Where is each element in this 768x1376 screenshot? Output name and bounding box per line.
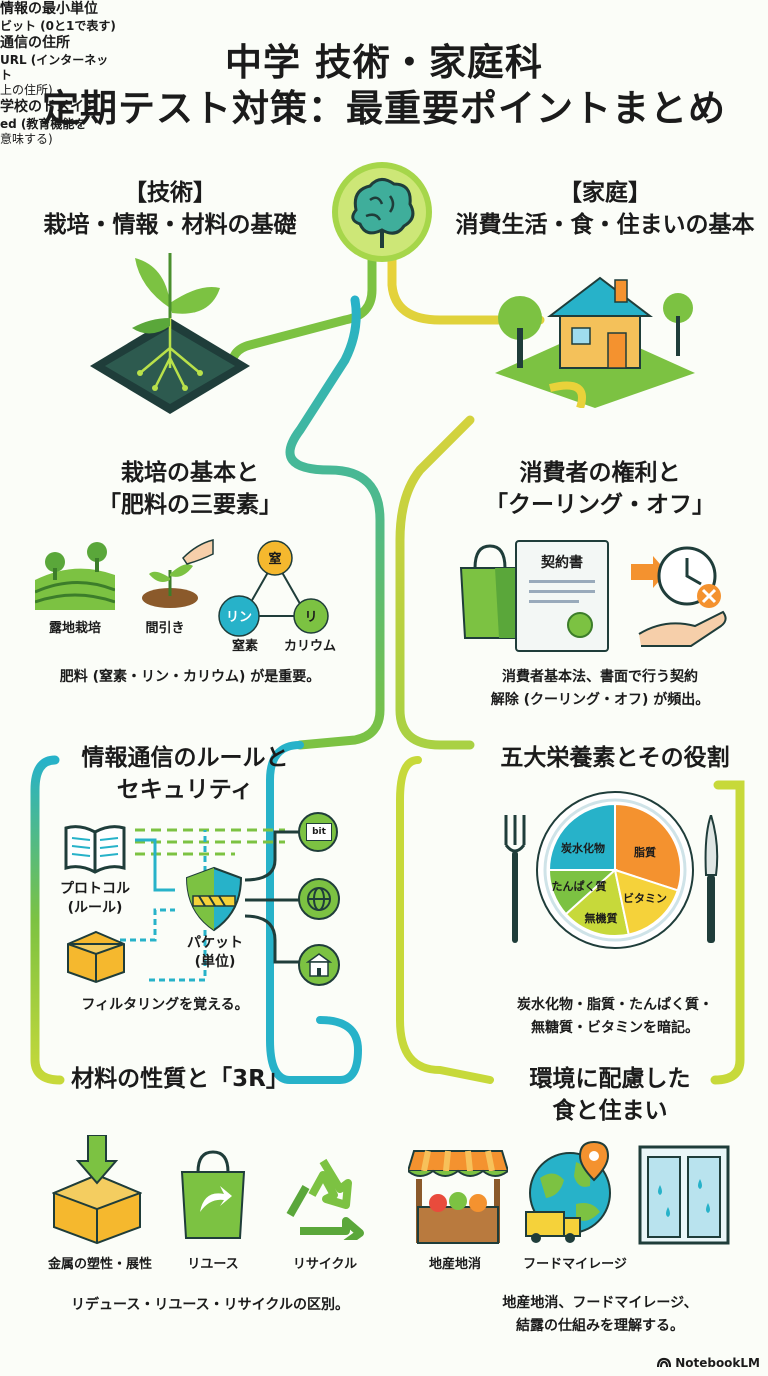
brand-label: NotebookLM	[675, 1356, 760, 1370]
materials-heading: 材料の性質と「3R」	[71, 1066, 289, 1092]
nutrient-segment	[613, 868, 680, 936]
info-item-1-desc: ビット (0と1で表す)	[0, 19, 116, 33]
consumer-heading-2: 「クーリング・オフ」	[485, 492, 715, 518]
nutrient-segment-label: 脂質	[633, 845, 656, 859]
nutrients-heading: 五大栄養素とその役割	[500, 745, 730, 771]
info-flow	[120, 828, 285, 982]
window-condensation-icon	[638, 1145, 730, 1245]
environment-note-2: 結露の仕組みを理解する。	[516, 1318, 684, 1334]
triangle-top-label: 窒	[268, 551, 281, 567]
path-left-down	[285, 295, 385, 750]
label-local-production: 地産地消	[428, 1257, 481, 1272]
seal-icon	[567, 612, 593, 638]
info-note: フィルタリングを覚える。	[81, 997, 249, 1013]
info-item-bit-icon: bit	[298, 812, 338, 852]
info-item-3-desc-2: 意味する)	[0, 132, 53, 146]
nutrients-note-2: 無糖質・ビタミンを暗記。	[531, 1020, 699, 1036]
info-item-2-desc-2: 上の住所)	[0, 83, 53, 97]
home-heading-2: 消費生活・食・住まいの基本	[455, 212, 755, 238]
home-heading-1: 【家庭】	[559, 180, 651, 206]
info-item-3-title: 学校のドメイン	[0, 99, 98, 115]
consumer-note-2: 解除 (クーリング・オフ) が頻出。	[490, 692, 710, 708]
bit-chip-label: bit	[306, 823, 332, 841]
fork-icon	[504, 815, 526, 943]
packet-label-1: パケット	[187, 935, 243, 951]
title-line-2: 定期テスト対策：最重要ポイントまとめ	[42, 87, 726, 130]
cultivation-note: 肥料 (窒素・リン・カリウム) が是重要。	[59, 669, 321, 685]
clock-return-icon	[631, 546, 727, 647]
thinning-icon	[142, 539, 214, 608]
brand-mark: NotebookLM	[657, 1355, 760, 1371]
label-metal: 金属の塑性・展性	[47, 1257, 152, 1272]
nutrient-segment-label: 無機質	[585, 911, 618, 925]
info-item-globe-icon	[298, 878, 340, 920]
tech-heading-1: 【技術】	[124, 180, 216, 206]
nutrient-segment	[564, 868, 630, 937]
nutrient-segment-label: 炭水化物	[561, 841, 605, 855]
label-food-mileage: フードマイレージ	[523, 1257, 627, 1272]
contract-label: 契約書	[541, 555, 583, 571]
shopping-bag-icon	[459, 544, 521, 639]
protocol-label-2: (ルール)	[67, 900, 123, 916]
box-icon	[67, 930, 125, 984]
tech-heading-2: 栽培・情報・材料の基礎	[43, 212, 297, 238]
cultivation-heading-2: 「肥料の三要素」	[98, 492, 282, 518]
info-heading-2: セキュリティ	[116, 777, 254, 803]
house-icon	[495, 276, 695, 408]
market-stall-icon	[408, 1150, 508, 1244]
consumer-note-1: 消費者基本法、書面で行う契約	[502, 669, 698, 685]
label-field-cultivation: 露地栽培	[48, 621, 101, 636]
path-right-main	[387, 245, 545, 750]
environment-heading-1: 環境に配慮した	[529, 1066, 691, 1092]
cultivation-heading-1: 栽培の基本と	[121, 460, 259, 486]
label-reuse: リユース	[187, 1257, 239, 1272]
plant-circuit-icon	[90, 253, 250, 414]
info-item-3-desc-1: ed (教育機能を	[0, 117, 87, 131]
title-line-1: 中学 技術・家庭科	[225, 41, 543, 84]
info-branch-lines	[245, 830, 307, 964]
reuse-bag-icon	[180, 1150, 246, 1239]
info-item-school-icon	[298, 944, 340, 986]
path-info-teal	[266, 741, 363, 1084]
protocol-label-1: プロトコル	[60, 881, 130, 897]
info-item-2-title: 通信の住所	[0, 35, 70, 51]
nutrients-note-1: 炭水化物・脂質・たんぱく質・	[517, 997, 713, 1013]
notebook-icon	[657, 1357, 672, 1368]
environment-note-1: 地産地消、フードマイレージ、	[502, 1295, 698, 1311]
fertilizer-triangle: 窒 リン リ	[218, 540, 329, 637]
field-icon	[35, 542, 115, 610]
nutrient-segment	[614, 802, 682, 892]
nutrient-segment	[547, 802, 616, 871]
path-left-loop	[30, 755, 65, 1085]
info-item-2-desc-1: URL (インターネット	[0, 53, 109, 82]
materials-note: リデュース・リユース・リサイクルの区別。	[71, 1297, 349, 1313]
label-potassium: カリウム	[283, 639, 336, 654]
label-recycle: リサイクル	[292, 1257, 358, 1272]
environment-heading-2: 食と住まい	[552, 1098, 668, 1124]
label-thinning: 間引き	[145, 621, 185, 636]
box-arrow-icon	[52, 1135, 142, 1245]
info-item-1-title: 情報の最小単位	[0, 1, 98, 17]
contract-document: 契約書	[515, 540, 609, 652]
packet-label-2: (単位)	[194, 954, 236, 970]
label-nitrogen: 窒素	[231, 639, 258, 654]
path-nutrient-lime	[396, 756, 494, 1084]
recycle-icon	[286, 1158, 364, 1240]
shield-icon	[185, 866, 243, 932]
brain-icon	[332, 162, 432, 262]
triangle-right-label: リ	[304, 610, 317, 625]
path-right-loop	[710, 780, 745, 1085]
nutrient-segment-label: たんぱく質	[552, 879, 607, 893]
book-icon	[64, 825, 126, 874]
consumer-heading-1: 消費者の権利と	[519, 460, 681, 486]
info-heading-1: 情報通信のルールと	[81, 745, 289, 771]
globe-truck-icon	[525, 1140, 611, 1243]
triangle-left-label: リン	[226, 610, 252, 625]
nutrient-segment-label: ビタミン	[623, 891, 667, 905]
knife-icon	[704, 815, 719, 943]
